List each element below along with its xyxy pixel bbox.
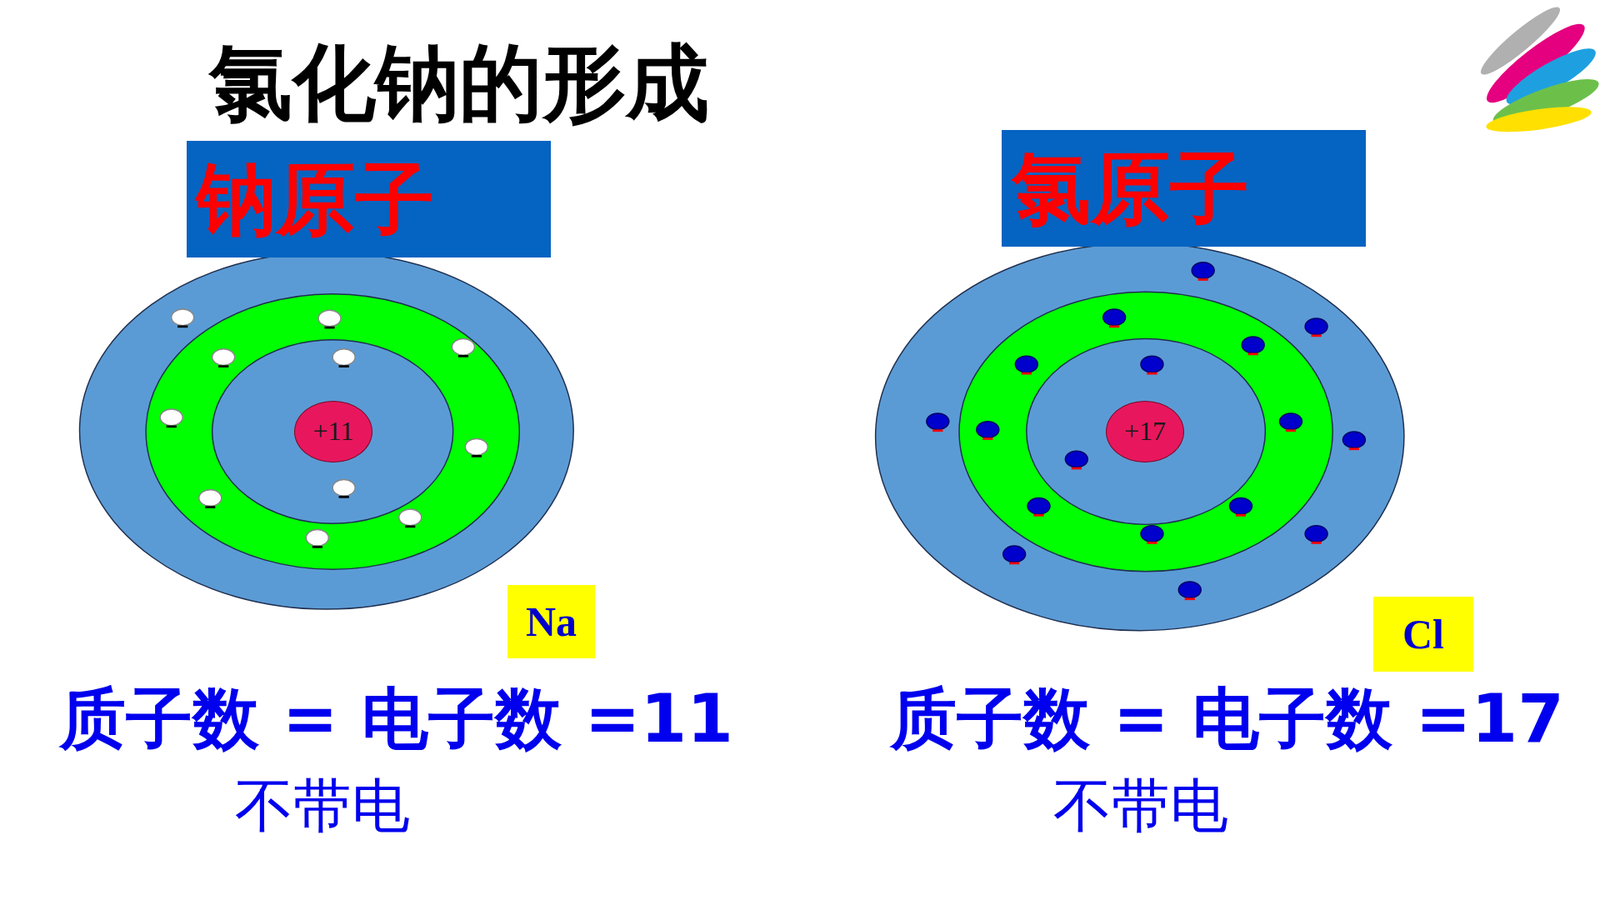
electron-charge — [1185, 597, 1195, 600]
electron-charge — [339, 495, 350, 499]
electron — [332, 349, 355, 366]
electron — [1280, 413, 1303, 430]
nucleus: +11 — [294, 400, 373, 463]
electron — [1241, 336, 1265, 354]
electron — [399, 509, 422, 526]
atom-name: 钠原子 — [196, 155, 435, 244]
electron — [1230, 498, 1253, 515]
electron-charge — [312, 545, 323, 549]
charge-note: 不带电 — [235, 770, 410, 841]
electron — [318, 310, 341, 327]
sodium-atom — [80, 251, 575, 610]
electron-charge — [177, 325, 188, 328]
element-symbol: Cl — [1373, 596, 1474, 672]
electron — [1065, 450, 1088, 468]
chlorine-atom — [875, 242, 1405, 630]
title: 氯化钠的形成 — [209, 33, 710, 134]
electron-charge — [339, 365, 350, 368]
electron — [465, 439, 488, 456]
nuclear-charge: +17 — [1124, 416, 1166, 446]
electron — [1305, 525, 1328, 543]
electron-charge — [166, 425, 177, 428]
electron-charge — [1146, 541, 1157, 545]
charge-note: 不带电 — [1053, 770, 1229, 841]
electron — [926, 413, 950, 430]
electron — [199, 490, 222, 507]
electron — [1003, 545, 1026, 563]
electron-charge — [932, 429, 943, 432]
electron — [976, 421, 1000, 439]
electron-charge — [1248, 353, 1259, 356]
electron — [1140, 525, 1164, 543]
electron — [160, 409, 183, 426]
electron-charge — [1109, 325, 1120, 328]
electron-charge — [1021, 372, 1032, 375]
element-symbol: Na — [507, 585, 595, 659]
equation-text: 质子数 = 电子数 =17 — [890, 679, 1565, 760]
logo — [1475, 0, 1600, 137]
electron-charge — [1349, 447, 1360, 450]
electron-charge — [218, 365, 229, 368]
electron-charge — [1009, 562, 1020, 565]
electron — [212, 349, 235, 366]
electron — [305, 530, 329, 547]
nuclear-charge: +11 — [313, 416, 355, 446]
electron-charge — [458, 355, 469, 358]
symbol-text: Na — [525, 599, 577, 645]
electron-charge — [405, 525, 415, 528]
electron — [332, 480, 355, 497]
electron-charge — [1235, 514, 1246, 517]
electron — [1015, 355, 1038, 373]
electron-charge — [324, 326, 335, 330]
electron-charge — [205, 505, 215, 509]
electron — [1140, 355, 1164, 373]
equation-text: 质子数 = 电子数 =11 — [59, 679, 734, 760]
electron — [1191, 262, 1215, 280]
electron — [171, 309, 195, 326]
electron-charge — [982, 437, 993, 440]
electron-charge — [1033, 514, 1044, 517]
chlorine-electrons — [926, 262, 1366, 600]
electron-charge — [1071, 467, 1082, 470]
electron-charge — [1310, 541, 1321, 545]
electron-charge — [1310, 335, 1321, 338]
electron — [1027, 498, 1050, 515]
electron — [451, 339, 475, 356]
header-box: 氯原子 — [1001, 130, 1366, 247]
nucleus: +17 — [1105, 400, 1185, 463]
electron-charge — [1146, 372, 1157, 375]
header-box: 钠原子 — [186, 140, 551, 258]
electron-charge — [471, 455, 482, 458]
electron — [1103, 309, 1126, 326]
electron-charge — [1198, 278, 1209, 281]
atom-name: 氯原子 — [1011, 145, 1250, 233]
electron — [1178, 581, 1201, 599]
sodium-electrons — [160, 309, 488, 547]
symbol-text: Cl — [1402, 611, 1445, 658]
electron — [1342, 431, 1365, 449]
electron-charge — [1285, 429, 1296, 432]
electron — [1305, 318, 1328, 335]
